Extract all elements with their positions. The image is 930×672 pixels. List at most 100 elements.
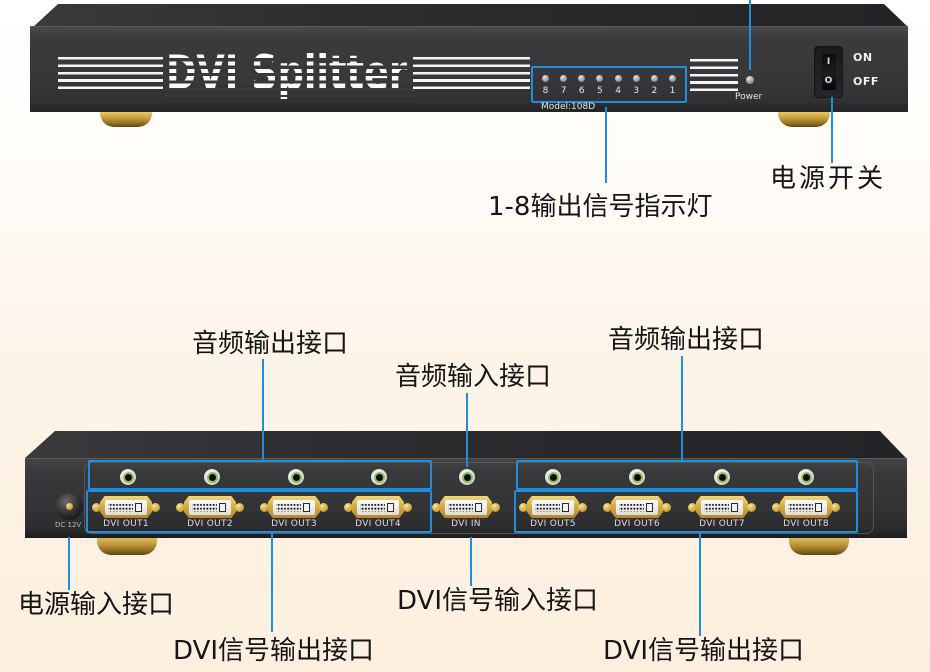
dvi-pins — [704, 502, 729, 512]
screw-post — [344, 503, 353, 512]
annotation-leds: 1-8输出信号指示灯 — [488, 192, 713, 222]
dvi-pins — [108, 502, 133, 512]
output-led-6 — [578, 75, 586, 82]
dc-jack-pin — [66, 503, 73, 510]
jack-hole — [373, 471, 385, 483]
decor-stripes-left — [58, 57, 163, 91]
jack-hole — [290, 471, 302, 483]
power-switch-rocker: I O — [821, 54, 836, 90]
led-number: 4 — [615, 86, 621, 96]
led-number: 7 — [560, 86, 567, 96]
jack-hole — [461, 471, 473, 483]
dvi-shell — [780, 496, 832, 518]
dvi-blade — [387, 502, 394, 512]
led-number: 6 — [578, 86, 585, 96]
dc-power-jack — [56, 493, 83, 520]
dvi-blade — [475, 502, 482, 512]
audio-out-jack-1 — [120, 469, 136, 485]
dvi-shell — [696, 496, 748, 518]
screw-post — [260, 503, 269, 512]
dvi-blade — [646, 502, 653, 512]
output-led-8 — [542, 75, 549, 82]
dvi-port-label: DVI OUT7 — [699, 519, 745, 529]
screw-post — [603, 503, 612, 512]
audio-out-jack-4 — [371, 469, 387, 485]
decor-stripes-right — [690, 59, 738, 91]
audio-out-jack-2 — [204, 469, 220, 485]
output-led-4 — [614, 75, 622, 82]
screw-post — [578, 503, 587, 512]
dvi-blade — [219, 502, 226, 512]
audio-in-jack — [459, 469, 475, 485]
dvi-port-label: DVI OUT8 — [783, 519, 829, 529]
jack-hole — [631, 471, 643, 483]
dvi-pins — [192, 502, 217, 512]
output-led-1 — [668, 75, 676, 82]
dvi-blade — [135, 502, 142, 512]
jack-hole — [122, 471, 134, 483]
audio-out-jack-3 — [288, 469, 304, 485]
jack-hole — [800, 471, 812, 483]
annotation-dvi-in: DVI信号输入接口 — [397, 586, 599, 616]
dvi-out-port-1: DVI OUT1 — [92, 496, 160, 530]
dvi-out-port-6: DVI OUT6 — [603, 496, 671, 530]
dvi-shell — [440, 496, 492, 518]
dvi-port-label: DVI OUT4 — [355, 519, 401, 529]
led-number: 8 — [542, 86, 549, 96]
device-foot — [100, 108, 152, 127]
decor-stripes-mid — [413, 57, 530, 91]
power-led — [746, 76, 754, 84]
screw-post — [519, 503, 528, 512]
dvi-port-label: DVI OUT5 — [530, 519, 576, 529]
dvi-shell — [184, 496, 236, 518]
highlight-box-audio-out-left — [88, 460, 432, 490]
callout-line-audio-out-right — [681, 356, 683, 460]
device-foot — [778, 108, 830, 127]
dvi-shell — [527, 496, 579, 518]
annotation-audio-in: 音频输入接口 — [395, 362, 552, 392]
dvi-pins — [360, 502, 385, 512]
front-device-top-face — [33, 4, 908, 27]
dvi-blade — [303, 502, 310, 512]
rear-device-top-face — [25, 431, 906, 458]
dvi-shell — [352, 496, 404, 518]
led-number: 5 — [597, 86, 603, 96]
dvi-port-label: DVI OUT2 — [187, 519, 233, 529]
screw-post — [662, 503, 671, 512]
output-led-5 — [596, 75, 604, 82]
callout-line-power-led — [749, 0, 751, 70]
rear-panel-outline — [84, 462, 874, 534]
switch-off-label: OFF — [853, 75, 879, 88]
screw-post — [831, 503, 840, 512]
audio-out-jack-6 — [629, 469, 645, 485]
dvi-out-port-2: DVI OUT2 — [176, 496, 244, 530]
switch-on-symbol: I — [826, 57, 831, 67]
callout-line-audio-out-left — [262, 359, 264, 460]
screw-post — [92, 503, 101, 512]
dvi-port-label: DVI OUT3 — [271, 519, 317, 529]
callout-line-dvi-out-left — [271, 533, 273, 632]
screw-post — [688, 503, 697, 512]
led-number: 3 — [633, 86, 640, 96]
dvi-shell — [100, 496, 152, 518]
audio-out-jack-5 — [545, 469, 561, 485]
dvi-blade — [562, 502, 569, 512]
callout-line-power-switch — [831, 97, 833, 163]
dvi-out-port-3: DVI OUT3 — [260, 496, 328, 530]
dvi-pins — [276, 502, 301, 512]
dvi-in-port: DVI IN — [432, 496, 500, 530]
screw-post — [772, 503, 781, 512]
screw-post — [747, 503, 756, 512]
screw-post — [151, 503, 160, 512]
dvi-out-port-4: DVI OUT4 — [344, 496, 412, 530]
output-led-3 — [632, 75, 640, 82]
dvi-pins — [619, 502, 644, 512]
dvi-out-port-5: DVI OUT5 — [519, 496, 587, 530]
dvi-pins — [788, 502, 813, 512]
led-number: 2 — [651, 86, 658, 96]
dvi-shell — [611, 496, 663, 518]
audio-out-jack-8 — [798, 469, 814, 485]
logo-stencil-overlay — [164, 54, 416, 97]
annotation-audio-out-left: 音频输出接口 — [192, 329, 349, 359]
annotation-power-switch: 电源开关 — [770, 164, 887, 194]
